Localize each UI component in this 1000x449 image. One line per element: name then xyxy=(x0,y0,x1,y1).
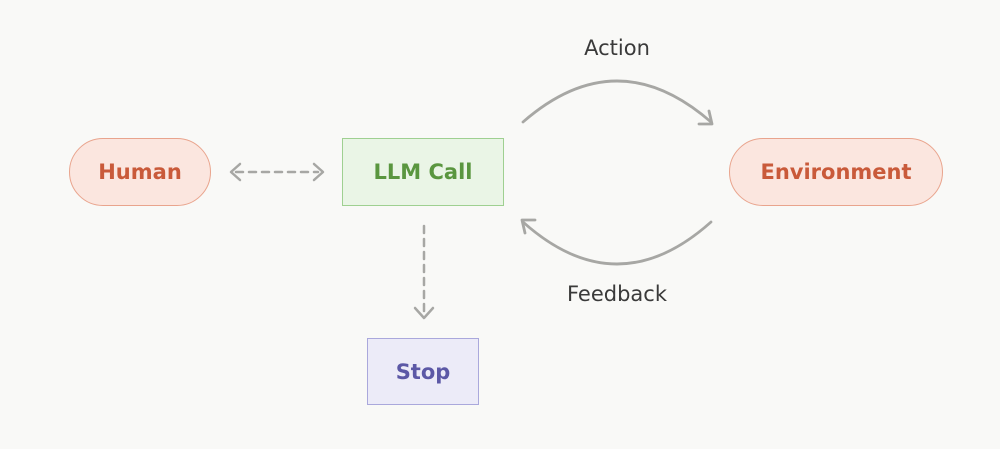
human-llm-dashed-edge xyxy=(229,162,325,182)
llm-call-label: LLM Call xyxy=(373,160,473,184)
stop-label: Stop xyxy=(395,359,451,384)
llm-stop-dashed-edge xyxy=(413,224,435,320)
feedback-arc xyxy=(520,218,713,266)
action-label: Action xyxy=(584,36,650,60)
llm-call-node: LLM Call xyxy=(342,138,504,206)
human-label: Human xyxy=(98,160,182,184)
stop-node: Stop xyxy=(367,338,479,405)
human-node: Human xyxy=(69,138,211,206)
action-arc xyxy=(521,79,714,126)
environment-label: Environment xyxy=(760,160,912,184)
feedback-label: Feedback xyxy=(566,282,668,306)
environment-node: Environment xyxy=(729,138,943,206)
